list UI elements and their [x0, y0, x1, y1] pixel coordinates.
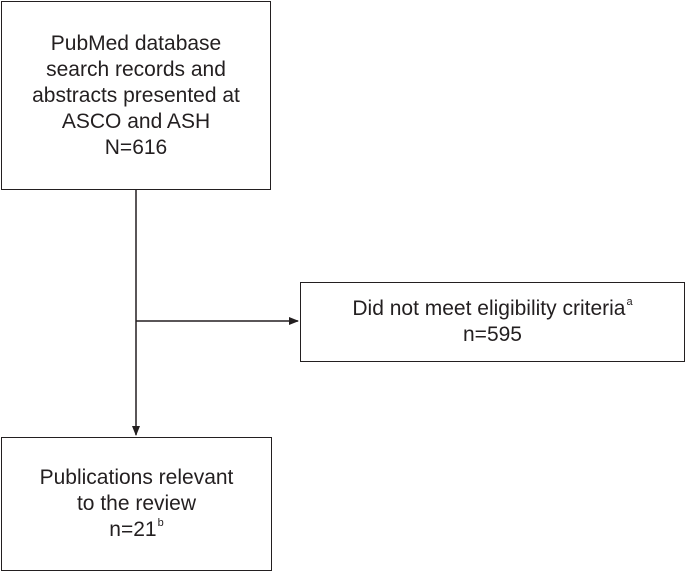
search-records-line-4: ASCO and ASH: [61, 109, 211, 133]
included-publications-line-1: Publications relevant: [39, 466, 234, 489]
included-publications-line-2: to the review: [76, 492, 197, 515]
search-records-line-1: PubMed database: [50, 31, 222, 55]
excluded-records-count: n=595: [463, 323, 522, 346]
footnote-marker-a: a: [626, 296, 633, 308]
included-publications-box: Publications relevant to the review n=21…: [1, 437, 272, 571]
footnote-marker-b: b: [157, 517, 164, 529]
excluded-records-box: Did not meet eligibility criteriaa n=595: [300, 282, 685, 362]
search-records-line-3: abstracts presented at: [32, 83, 240, 107]
excluded-records-label: Did not meet eligibility criteriaa: [352, 296, 632, 322]
search-records-box: PubMed database search records and abstr…: [1, 1, 271, 190]
excluded-records-label-text: Did not meet eligibility criteria: [352, 297, 626, 320]
search-records-line-2: search records and: [46, 57, 226, 81]
included-publications-count: n=21b: [109, 517, 163, 543]
included-publications-count-text: n=21: [109, 518, 157, 541]
search-records-count: N=616: [104, 135, 168, 159]
